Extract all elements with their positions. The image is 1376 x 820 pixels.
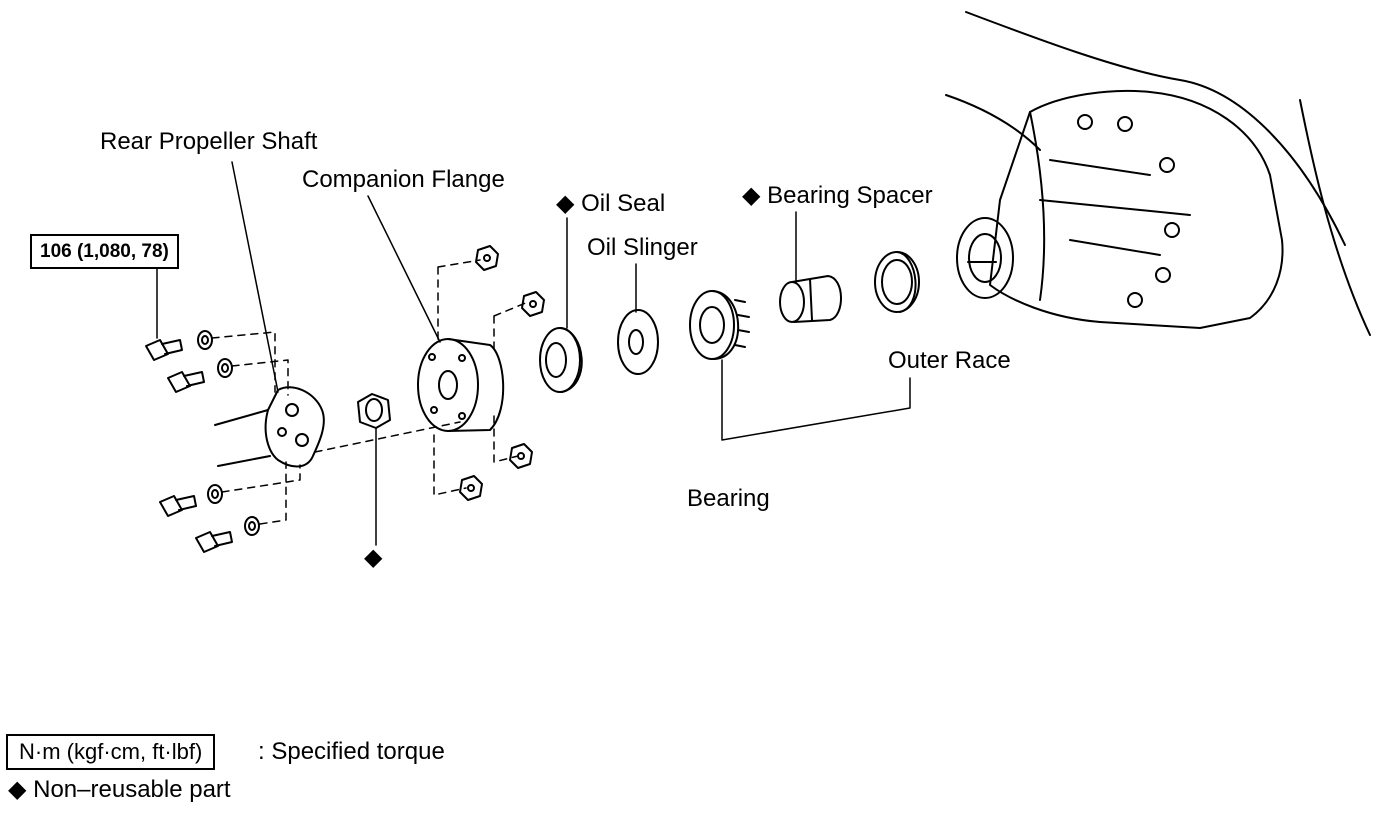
bearing-part bbox=[689, 290, 750, 360]
oil-slinger-part bbox=[617, 309, 659, 375]
torque-spec-box: 106 (1,080, 78) bbox=[30, 234, 179, 269]
oil-seal-part bbox=[539, 327, 583, 393]
label-oil-seal: ◆ Oil Seal bbox=[556, 190, 666, 217]
outer-race-part bbox=[874, 251, 920, 313]
companion-flange-part bbox=[417, 338, 505, 432]
lock-nut bbox=[357, 393, 391, 429]
legend-nonreusable: ◆ Non–reusable part bbox=[8, 776, 231, 803]
label-rear-propeller-shaft: Rear Propeller Shaft bbox=[100, 128, 318, 155]
label-nut-nonreusable-mark: ◆ bbox=[364, 544, 383, 571]
legend-torque-description: : Specified torque bbox=[258, 738, 445, 765]
label-oil-slinger: Oil Slinger bbox=[587, 234, 698, 261]
differential-carrier bbox=[945, 11, 1371, 336]
leader-lines bbox=[156, 161, 911, 546]
label-bearing: Bearing bbox=[687, 485, 770, 512]
label-outer-race: Outer Race bbox=[888, 347, 1011, 374]
label-companion-flange: Companion Flange bbox=[302, 166, 505, 193]
bolts-left bbox=[145, 330, 260, 553]
bearing-spacer-part bbox=[779, 275, 842, 323]
label-bearing-spacer: ◆ Bearing Spacer bbox=[742, 182, 933, 209]
legend-torque-units-box: N·m (kgf·cm, ft·lbf) bbox=[6, 734, 216, 770]
flange-nuts bbox=[459, 245, 545, 501]
rear-propeller-shaft-part bbox=[214, 386, 325, 468]
